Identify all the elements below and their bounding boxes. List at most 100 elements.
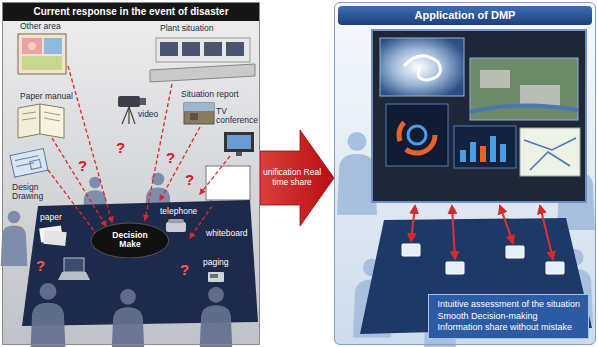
paper-manual [18,104,40,138]
paper-manual [22,112,36,114]
design-drawing [10,148,48,177]
telephone-set [166,219,186,232]
benefit-box: Intuitive assessment of the situationSmo… [428,294,589,339]
tv-monitor [227,135,251,149]
item-label: telephone [160,207,197,216]
benefit-line: Smooth Decision-making [437,311,580,323]
control-room [204,42,222,56]
display-wall [520,128,580,176]
other-area-picture [22,56,62,70]
other-area-picture [44,38,62,54]
design-drawing [30,160,41,170]
share-arrow [500,206,513,243]
display-wall [460,150,466,162]
display-wall [490,136,496,162]
share-arrow [540,206,553,259]
decision-ellipse: Decision Make [90,222,170,259]
paper-sheets [39,226,67,247]
tablet [546,262,564,274]
telephone-set [166,222,186,232]
control-room [156,38,250,62]
item-label: Other area [20,22,61,31]
item-label: video [138,110,158,119]
item-label: paper [40,213,62,222]
situation-photo [190,113,198,120]
display-wall [372,30,586,202]
item-label: Situation report [181,90,239,99]
video-camera [140,98,146,105]
display-wall [470,105,578,112]
person-silhouette [199,287,232,347]
person-silhouette [337,132,377,215]
ellipse-outline [91,223,169,258]
dashed-info-arrow [160,127,200,200]
tv-monitor [236,152,242,156]
paper-manual [40,104,64,138]
question-mark: ? [116,140,125,157]
item-label: Plant situation [160,24,213,33]
display-wall [524,138,576,170]
laptop [58,258,90,280]
video-camera [118,96,140,107]
control-room [226,42,244,56]
dashed-info-arrow [200,156,230,194]
display-wall [372,30,586,202]
benefit-line: Intuitive assessment of the situation [437,299,580,311]
control-room [160,42,178,56]
item-label: Paper manual [20,92,73,101]
question-mark: ? [180,262,189,279]
display-wall [470,58,578,120]
benefit-line: Information share without mistake [437,322,580,334]
telephone-set [168,219,184,223]
display-wall [480,146,486,162]
display-wall [500,144,506,162]
video-camera [129,107,135,124]
control-room [182,42,200,56]
video-camera [122,107,129,124]
disaster-panel: Current response in the event of disaste… [2,2,260,345]
control-room [150,38,255,82]
pager [208,272,224,282]
situation-photo [184,103,214,124]
question-mark: ? [78,158,87,175]
whiteboard [206,166,250,200]
question-mark: ? [36,258,45,275]
share-arrow [411,206,415,241]
laptop [58,272,90,280]
display-wall [454,126,516,168]
pager [208,272,224,282]
other-area-picture [22,38,42,54]
dmp-panel: Application of DMPIntuitive assessment o… [334,2,596,345]
display-wall [380,38,464,96]
display-wall [470,142,476,162]
design-drawing [15,156,38,161]
paper-manual [44,118,60,121]
item-label: paging [203,258,229,267]
person-silhouette [111,289,144,347]
share-arrow [411,206,553,259]
pager [210,274,218,278]
display-wall [386,104,448,166]
paper-manual [18,104,64,138]
right-panel-ground [334,2,596,345]
share-arrow [452,206,455,259]
dashed-info-arrow [48,170,98,236]
question-mark: ? [166,150,175,167]
right-panel-ground [334,2,596,345]
display-wall [480,70,510,88]
other-area-picture [28,42,36,50]
situation-photo [184,103,214,124]
situation-photo [184,103,214,111]
design-drawing [10,148,48,177]
paper-manual [22,118,36,120]
tv-monitor [224,132,254,156]
person-silhouette [1,211,28,266]
panel-heading: Current response in the event of disaste… [3,3,259,21]
question-mark: ? [185,172,194,189]
tablet [446,262,464,274]
control-room [150,64,255,82]
person-silhouette [30,283,232,347]
dashed-info-arrow [68,66,112,222]
display-wall [404,56,440,80]
